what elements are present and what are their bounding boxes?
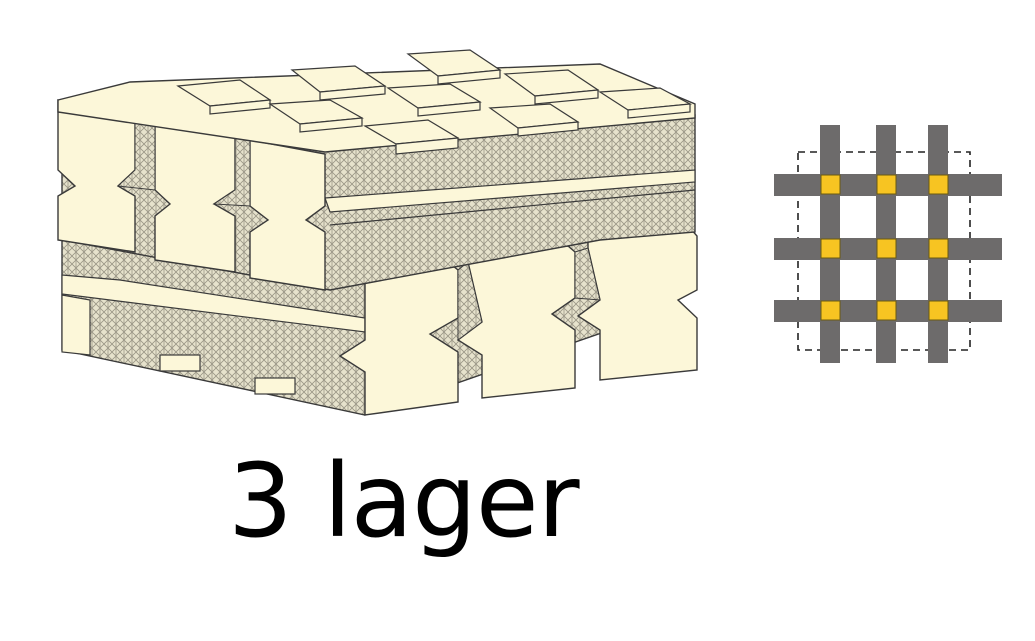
middle-left-block (249, 139, 326, 291)
schematic-node (928, 238, 949, 259)
top-rail (290, 65, 387, 101)
three-layer-block-stack-illustration (57, 49, 698, 416)
bottom-foot (254, 377, 296, 395)
bottom-front-block (338, 261, 459, 416)
bottom-foot (159, 354, 201, 372)
bottom-layer-left-end (61, 294, 91, 356)
schematic-node (820, 300, 841, 321)
schematic-nodes (820, 174, 949, 321)
middle-layer-lip (324, 169, 696, 213)
schematic-node (820, 174, 841, 195)
schematic-node (876, 238, 897, 259)
top-rail (268, 99, 364, 133)
middle-left-block (57, 99, 136, 253)
bottom-layer (61, 227, 698, 416)
grid-schematic-top-view (774, 125, 1002, 363)
middle-layer (57, 99, 696, 291)
caption-layer-count: 3 lager (228, 442, 580, 561)
middle-left-block (154, 119, 236, 273)
bottom-mesh-gap (574, 247, 601, 301)
top-rail (386, 83, 482, 117)
schematic-node (876, 300, 897, 321)
bottom-front-block (576, 227, 698, 381)
schematic-node (820, 238, 841, 259)
top-rail (598, 87, 693, 119)
top-rail (176, 79, 272, 115)
top-layer (57, 49, 696, 155)
top-rail (488, 103, 580, 137)
schematic-node (928, 174, 949, 195)
schematic-node (928, 300, 949, 321)
top-rail (363, 119, 460, 155)
top-rail (503, 69, 600, 105)
middle-layer-groove (329, 189, 696, 226)
schematic-node (876, 174, 897, 195)
top-rail (406, 49, 502, 85)
